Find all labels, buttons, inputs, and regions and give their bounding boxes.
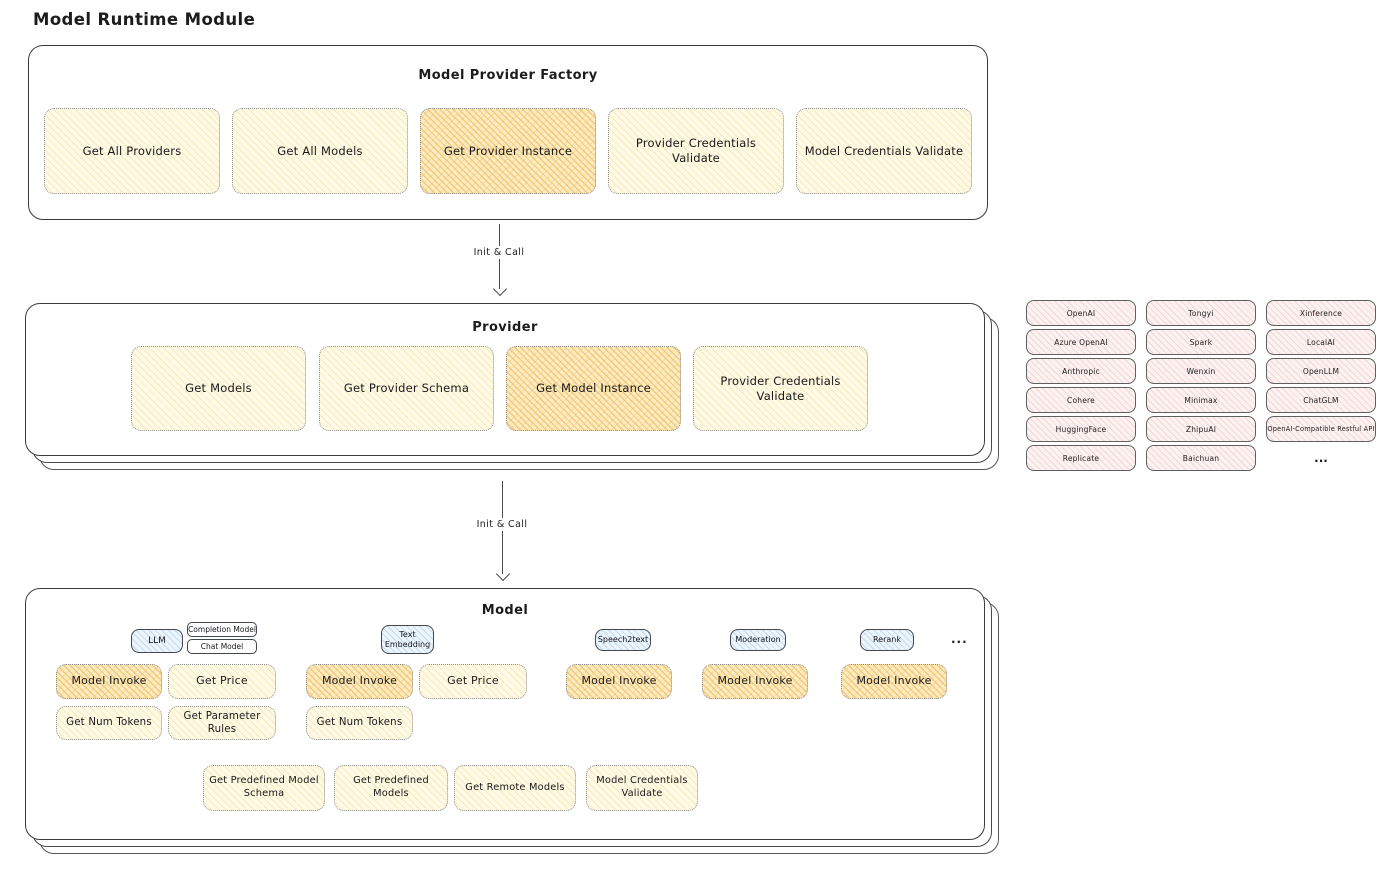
provider-pill-openai-compatible-restful-api: OpenAI-Compatible Restful API <box>1266 416 1376 442</box>
tab-moderation: Moderation <box>730 629 786 651</box>
btn-get-all-providers: Get All Providers <box>44 108 220 194</box>
btn-model-credentials-validate: Model Credentials Validate <box>796 108 972 194</box>
btn-get-remote-models: Get Remote Models <box>454 765 576 811</box>
provider-pill-tongyi: Tongyi <box>1146 300 1256 326</box>
arrow-label: Init & Call <box>469 246 529 259</box>
provider-pill-spark: Spark <box>1146 329 1256 355</box>
btn-llm-get-price: Get Price <box>168 664 276 699</box>
btn-get-predefined-models: Get Predefined Models <box>334 765 448 811</box>
btn-moderation-model-invoke: Model Invoke <box>702 664 808 699</box>
tab-llm: LLM <box>131 629 183 653</box>
btn-rerank-model-invoke: Model Invoke <box>841 664 947 699</box>
more-model-types-ellipsis: ... <box>951 632 968 646</box>
tab-rerank: Rerank <box>860 629 914 651</box>
arrow-label: Init & Call <box>472 518 532 531</box>
provider-pill-baichuan: Baichuan <box>1146 445 1256 471</box>
provider-pill-minimax: Minimax <box>1146 387 1256 413</box>
btn-get-all-models: Get All Models <box>232 108 408 194</box>
arrow-down-icon <box>492 281 507 297</box>
btn-get-provider-instance: Get Provider Instance <box>420 108 596 194</box>
init-call-arrow-1: Init & Call <box>469 224 529 297</box>
btn-provider-credentials-validate: Provider Credentials Validate <box>608 108 784 194</box>
btn-text-embedding-get-price: Get Price <box>419 664 527 699</box>
factory-title: Model Provider Factory <box>418 68 598 83</box>
btn-llm-get-num-tokens: Get Num Tokens <box>56 706 162 740</box>
btn-speech2text-model-invoke: Model Invoke <box>566 664 672 699</box>
provider-pill-chatglm: ChatGLM <box>1266 387 1376 413</box>
init-call-arrow-2: Init & Call <box>472 481 532 582</box>
provider-pill-wenxin: Wenxin <box>1146 358 1256 384</box>
model-box: Model LLM Completion Model Chat Model Te… <box>25 588 985 840</box>
btn-get-provider-schema: Get Provider Schema <box>319 346 494 431</box>
provider-pill-openllm: OpenLLM <box>1266 358 1376 384</box>
btn-text-embedding-model-invoke: Model Invoke <box>306 664 413 699</box>
provider-pill-replicate: Replicate <box>1026 445 1136 471</box>
btn-model-credentials-validate-bottom: Model Credentials Validate <box>586 765 698 811</box>
btn-text-embedding-get-num-tokens: Get Num Tokens <box>306 706 413 740</box>
tab-speech2text: Speech2text <box>595 629 651 651</box>
model-stack: Model LLM Completion Model Chat Model Te… <box>25 588 999 854</box>
btn-llm-get-parameter-rules: Get Parameter Rules <box>168 706 276 740</box>
provider-box: Provider Get Models Get Provider Schema … <box>25 303 985 456</box>
model-title: Model <box>481 603 529 618</box>
btn-provider-credentials-validate-2: Provider Credentials Validate <box>693 346 868 431</box>
provider-grid: OpenAI Tongyi Xinference Azure OpenAI Sp… <box>1026 300 1376 471</box>
btn-get-predefined-model-schema: Get Predefined Model Schema <box>203 765 325 811</box>
provider-pill-anthropic: Anthropic <box>1026 358 1136 384</box>
provider-pill-huggingface: HuggingFace <box>1026 416 1136 442</box>
provider-pill-xinference: Xinference <box>1266 300 1376 326</box>
arrow-down-icon <box>495 566 510 582</box>
provider-pill-zhipuai: ZhipuAI <box>1146 416 1256 442</box>
more-providers-ellipsis: ... <box>1314 451 1328 465</box>
tab-completion-model: Completion Model <box>187 622 257 637</box>
provider-pill-localai: LocalAI <box>1266 329 1376 355</box>
btn-llm-model-invoke: Model Invoke <box>56 664 162 699</box>
btn-get-model-instance: Get Model Instance <box>506 346 681 431</box>
tab-text-embedding: Text Embedding <box>381 625 434 654</box>
btn-get-models: Get Models <box>131 346 306 431</box>
tab-chat-model: Chat Model <box>187 639 257 654</box>
factory-box: Model Provider Factory Get All Providers… <box>28 45 988 220</box>
provider-pill-cohere: Cohere <box>1026 387 1136 413</box>
provider-stack: Provider Get Models Get Provider Schema … <box>25 303 999 470</box>
page-title: Model Runtime Module <box>33 10 256 29</box>
provider-pill-openai: OpenAI <box>1026 300 1136 326</box>
provider-title: Provider <box>472 320 538 335</box>
provider-pill-azure-openai: Azure OpenAI <box>1026 329 1136 355</box>
